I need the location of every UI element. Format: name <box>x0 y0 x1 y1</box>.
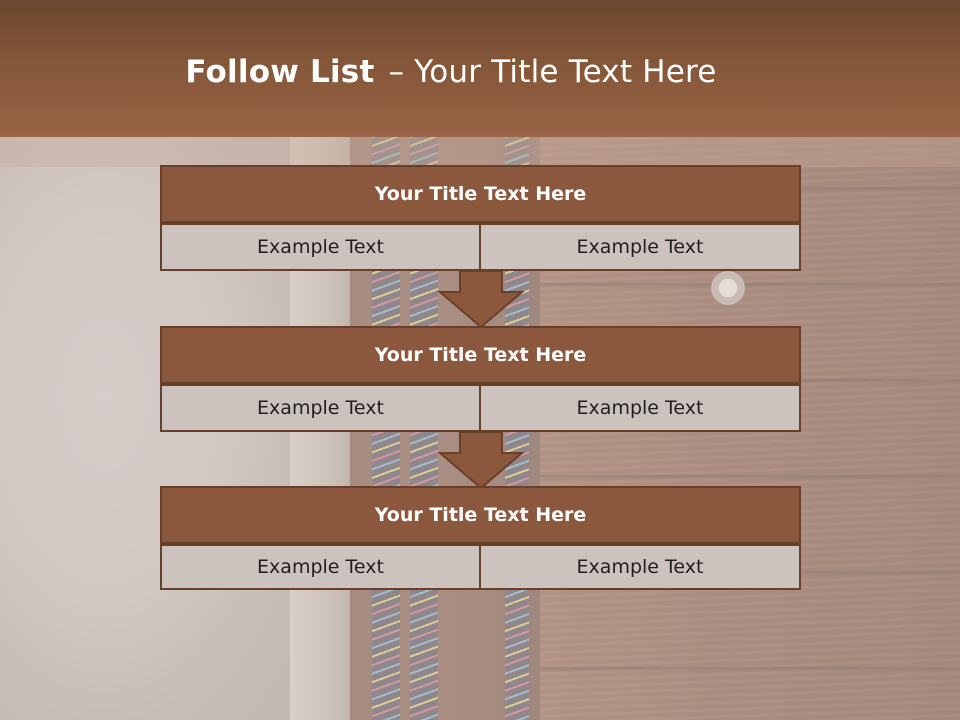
block-left-cell: Example Text <box>160 223 481 271</box>
block-title: Your Title Text Here <box>160 486 801 544</box>
block-right-cell: Example Text <box>479 384 801 432</box>
block-right-cell: Example Text <box>479 544 801 590</box>
block-left-cell: Example Text <box>160 544 481 590</box>
block-title: Your Title Text Here <box>160 165 801 223</box>
background-band <box>0 137 960 167</box>
slide-title: Follow List–Your Title Text Here <box>0 54 960 90</box>
slide-title-bold: Follow List <box>185 54 375 90</box>
down-arrow-icon <box>437 270 525 328</box>
slide-title-rest: Your Title Text Here <box>414 54 717 90</box>
follow-list-block: Your Title Text Here Example Text Exampl… <box>160 486 801 592</box>
follow-list-block: Your Title Text Here Example Text Exampl… <box>160 165 801 271</box>
block-left-cell: Example Text <box>160 384 481 432</box>
block-title: Your Title Text Here <box>160 326 801 384</box>
slide-header: Follow List–Your Title Text Here <box>0 0 960 137</box>
block-right-cell: Example Text <box>479 223 801 271</box>
down-arrow-icon <box>437 431 525 489</box>
slide-title-dash: – <box>388 54 405 90</box>
follow-list-block: Your Title Text Here Example Text Exampl… <box>160 326 801 432</box>
